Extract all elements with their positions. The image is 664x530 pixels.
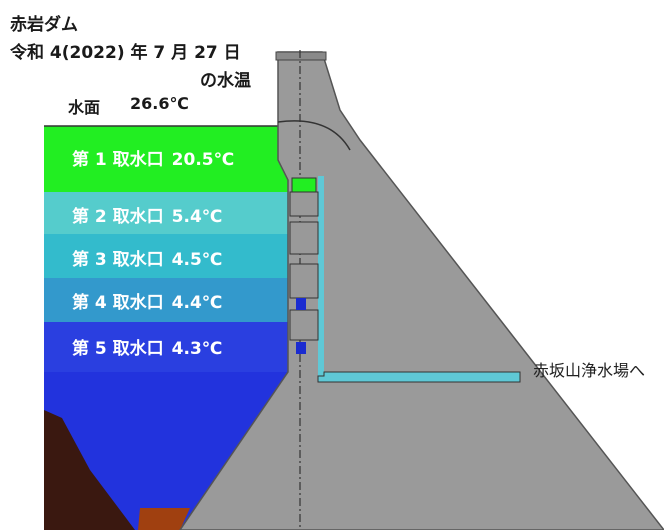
intake-5-label: 第 5 取水口: [72, 339, 164, 359]
intake-3-temp: 4.5℃: [171, 250, 223, 270]
outlet-pipe: [317, 371, 521, 383]
intake-4-temp: 4.4℃: [171, 293, 223, 313]
intake-1-reading: 第 1 取水口 20.5℃: [72, 145, 234, 170]
intake-5-reading: 第 5 取水口 4.3℃: [72, 334, 222, 359]
intake-port-4: [296, 298, 306, 310]
spillway-curve: [277, 120, 351, 151]
layer-intake-1: [44, 126, 288, 192]
intake-gate-5: [289, 309, 319, 341]
intake-3-label: 第 3 取水口: [72, 250, 164, 270]
layer-intake-5: [44, 322, 288, 372]
layer-intake-3: [44, 234, 288, 278]
surface-label: 水面: [68, 98, 101, 117]
intake-2-label: 第 2 取水口: [72, 207, 164, 227]
intake-2-reading: 第 2 取水口 5.4℃: [72, 202, 222, 227]
dam-name: 赤岩ダム: [10, 15, 78, 35]
intake-1-label: 第 1 取水口: [72, 150, 164, 170]
intake-1-temp: 20.5℃: [171, 150, 235, 170]
outlet-destination-label: 赤坂山浄水場へ: [533, 361, 646, 380]
layer-intake-4: [44, 278, 288, 322]
reservoir-bedrock: [44, 410, 135, 530]
dam-body: [179, 51, 664, 530]
intake-gate-3: [289, 221, 319, 255]
intake-port-5: [296, 342, 306, 354]
intake-4-label: 第 4 取水口: [72, 293, 164, 313]
intake-shaft: [318, 176, 324, 376]
intake-3-reading: 第 3 取水口 4.5℃: [72, 245, 222, 270]
dam-crest: [275, 51, 327, 61]
intake-gate-4: [289, 263, 319, 299]
intake-4-reading: 第 4 取水口 4.4℃: [72, 288, 222, 313]
title-suffix: の水温: [200, 71, 251, 91]
surface-temp: 26.6℃: [130, 94, 189, 113]
measurement-date: 令和 4(2022) 年 7 月 27 日: [10, 43, 241, 63]
intake-gate-1: [291, 177, 317, 193]
intake-2-temp: 5.4℃: [171, 207, 223, 227]
intake-5-temp: 4.3℃: [171, 339, 223, 359]
layer-intake-2: [44, 192, 288, 234]
sediment: [138, 508, 190, 530]
intake-gate-2: [289, 191, 319, 217]
